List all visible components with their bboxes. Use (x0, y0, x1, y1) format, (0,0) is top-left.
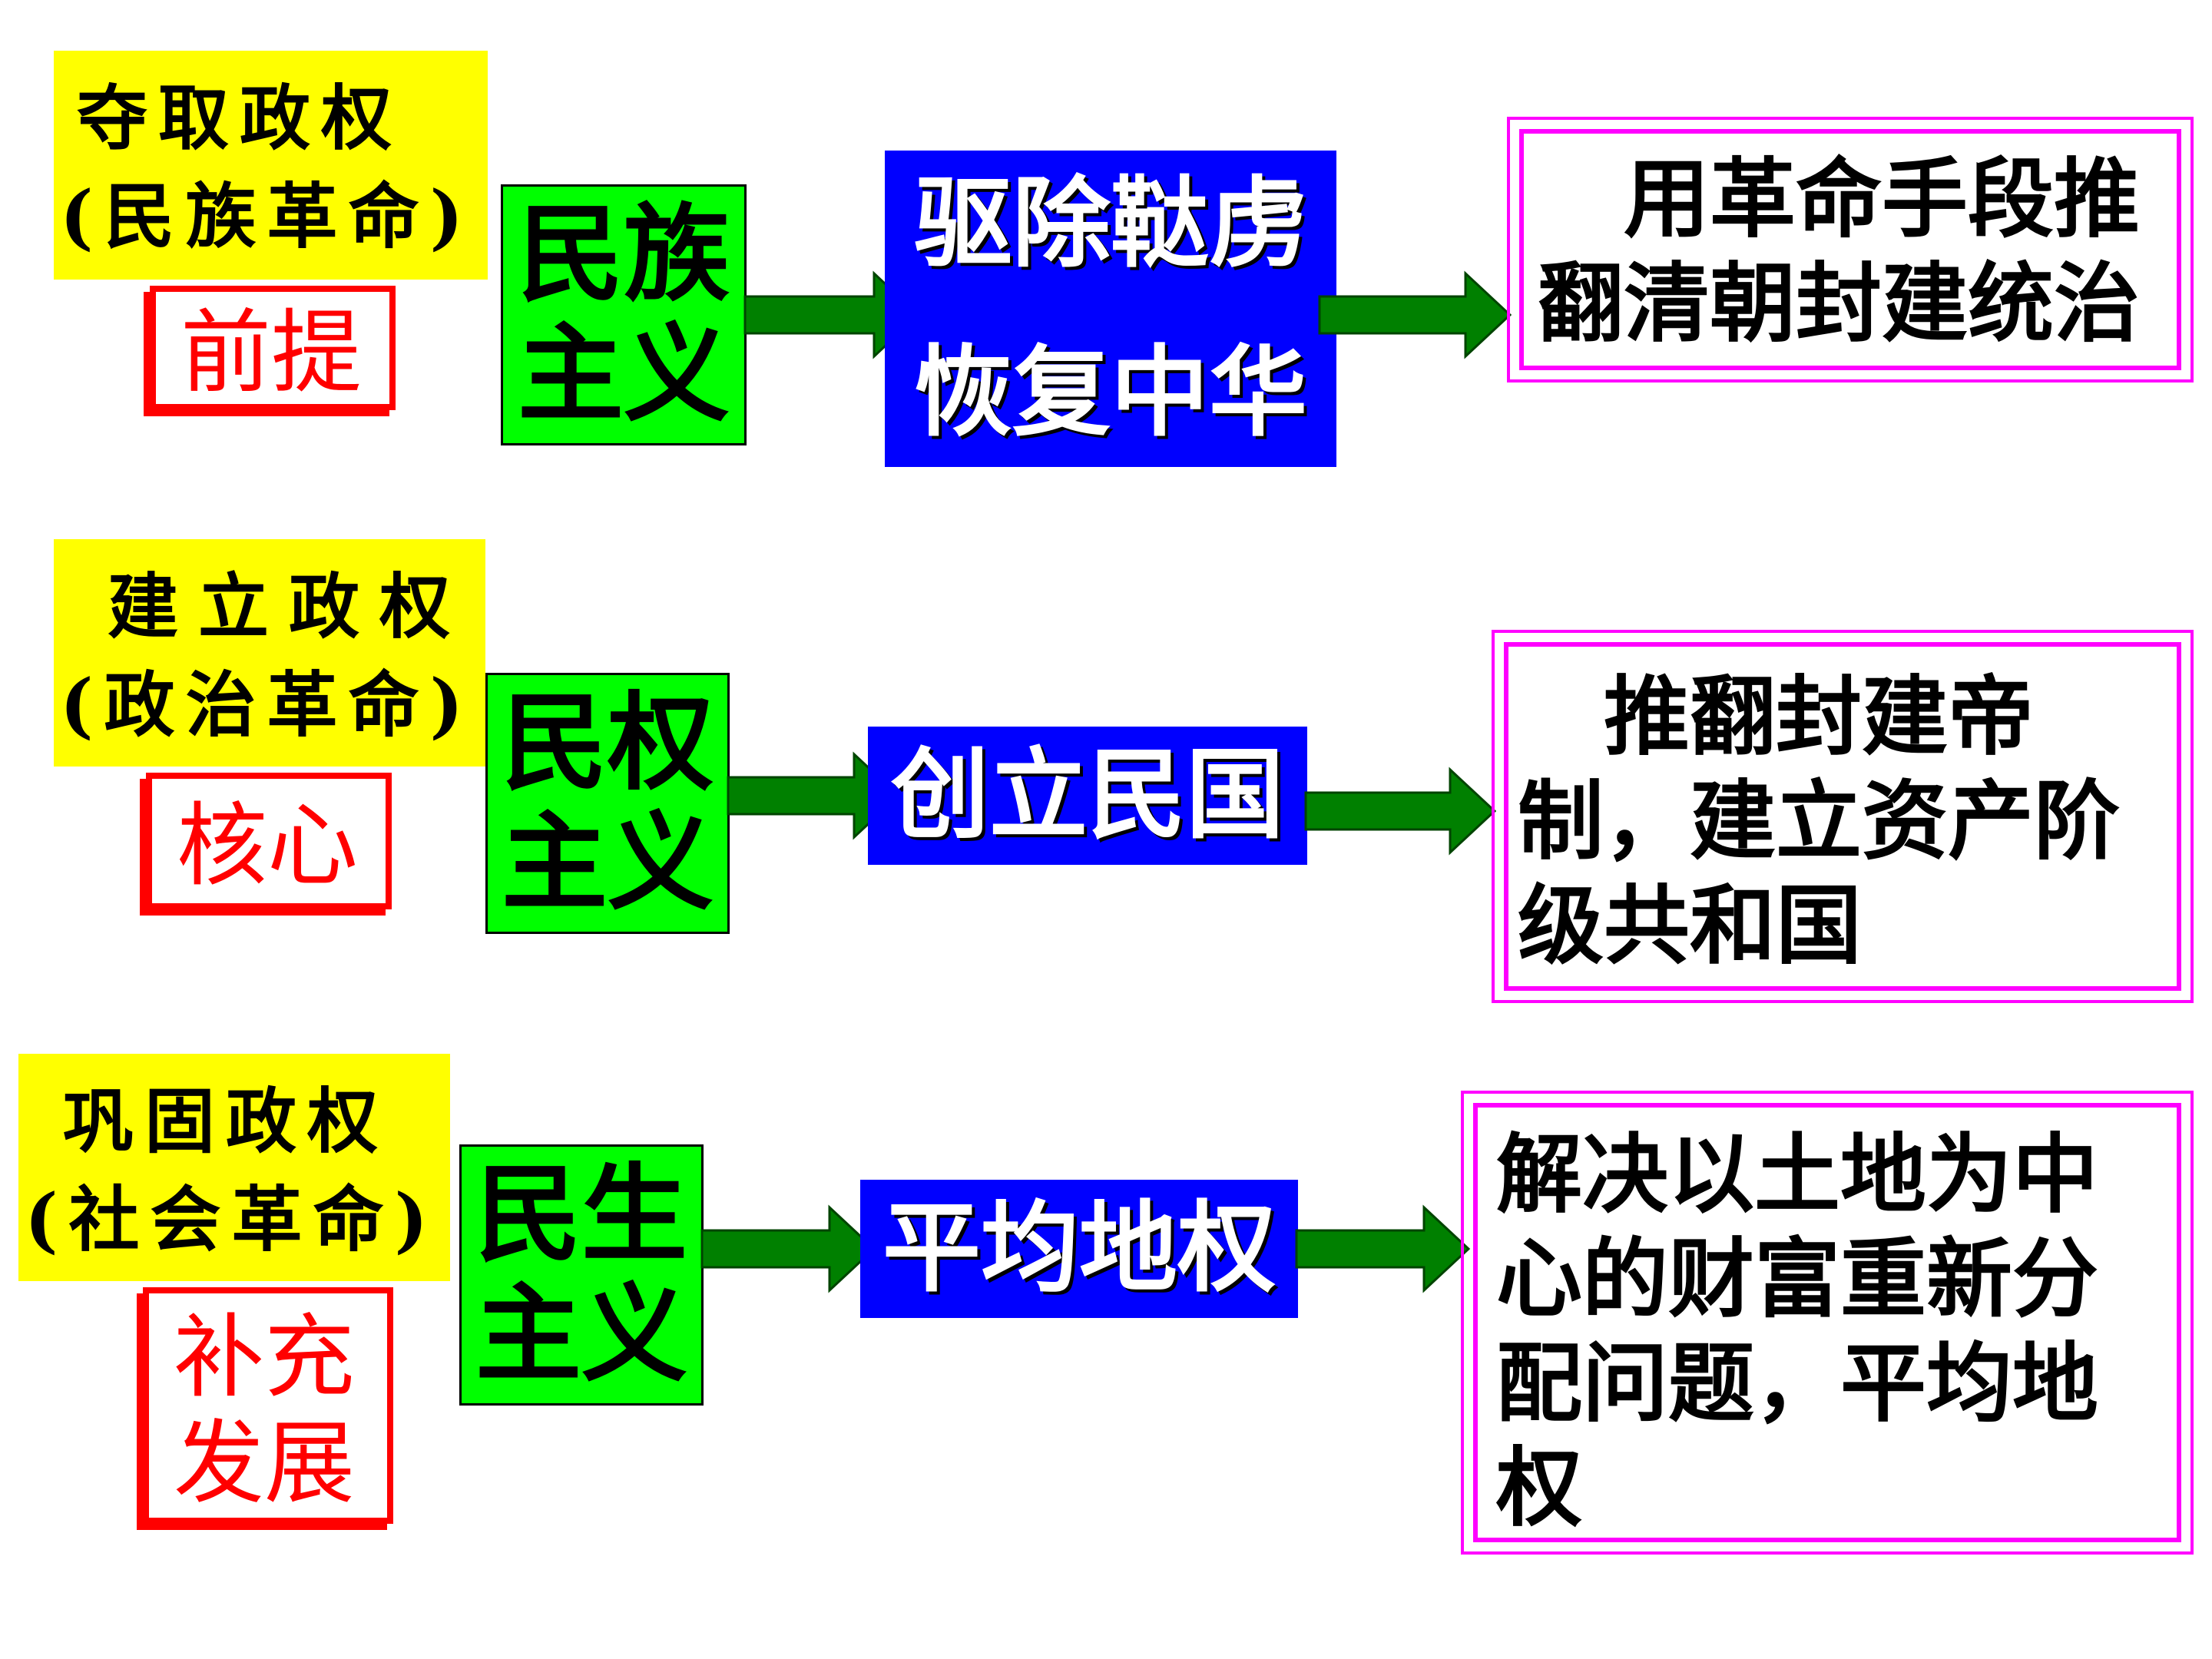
result-box-1: 用革命手段推 翻清朝封建统治 (1507, 117, 2194, 382)
role-label-1: 前提 (180, 300, 363, 406)
arrow-3b (1295, 1204, 1471, 1293)
role-label-3b: 发展 (174, 1410, 356, 1516)
principle-label-3b: 主义 (475, 1273, 687, 1396)
slogan-box-1: 驱除鞑虏 恢复中华 (885, 151, 1336, 467)
result-line-1a: 用革命手段推 (1538, 150, 2140, 250)
result-line-3b: 心的财富重新分 (1496, 1230, 2098, 1330)
role-label-2: 核心 (177, 793, 359, 899)
slogan-box-2: 创立民国 (868, 727, 1307, 865)
principle-label-2b: 主义 (501, 801, 714, 925)
goal-label-1: 夺取政权 (77, 77, 403, 160)
result-line-3d: 权 (1496, 1439, 1582, 1538)
slogan-label-1b: 恢复中华 (913, 336, 1307, 450)
role-box-1: 前提 (150, 286, 396, 410)
goal-box-1: 夺取政权 (民族革命) (54, 51, 488, 280)
principle-label-1b: 主义 (517, 313, 730, 436)
arrow-3a (700, 1204, 876, 1293)
slogan-label-3: 平均地权 (882, 1191, 1276, 1306)
goal-box-3: 巩固政权 (社会革命) (18, 1054, 450, 1281)
goal-box-2: 建立政权 (政治革命) (54, 539, 485, 767)
principle-box-2: 民权 主义 (485, 673, 730, 934)
principle-box-1: 民族 主义 (501, 184, 747, 445)
principle-label-1a: 民族 (517, 193, 730, 316)
principle-box-3: 民生 主义 (459, 1144, 704, 1406)
goal-label-3: 巩固政权 (63, 1080, 389, 1163)
arrow-1b (1318, 270, 1512, 359)
result-box-3: 解决以土地为中 心的财富重新分 配问题，平均地 权 (1461, 1091, 2194, 1555)
role-box-3: 补充 发展 (143, 1287, 393, 1524)
principle-label-3a: 民生 (475, 1153, 687, 1277)
principle-label-2a: 民权 (501, 681, 714, 805)
slogan-box-3: 平均地权 (860, 1180, 1298, 1318)
goal-sublabel-1: (民族革命) (60, 175, 475, 258)
slogan-label-1a: 驱除鞑虏 (913, 167, 1307, 281)
goal-label-2: 建立政权 (108, 565, 471, 648)
goal-sublabel-3: (社会革命) (25, 1178, 439, 1261)
goal-sublabel-2: (政治革命) (60, 664, 475, 747)
result-line-2c: 级共和国 (1518, 876, 1862, 976)
result-line-3c: 配问题，平均地 (1496, 1334, 2098, 1434)
result-line-2b: 制，建立资产阶 (1518, 772, 2120, 872)
result-line-3a: 解决以土地为中 (1496, 1125, 2098, 1225)
result-line-2a: 推翻封建帝 (1518, 667, 2034, 767)
role-box-2: 核心 (146, 773, 392, 909)
arrow-2b (1304, 767, 1497, 856)
result-box-2: 推翻封建帝 制，建立资产阶 级共和国 (1492, 630, 2194, 1003)
result-line-1b: 翻清朝封建统治 (1538, 254, 2140, 354)
role-label-3a: 补充 (174, 1304, 356, 1410)
slogan-label-2: 创立民国 (890, 738, 1284, 853)
